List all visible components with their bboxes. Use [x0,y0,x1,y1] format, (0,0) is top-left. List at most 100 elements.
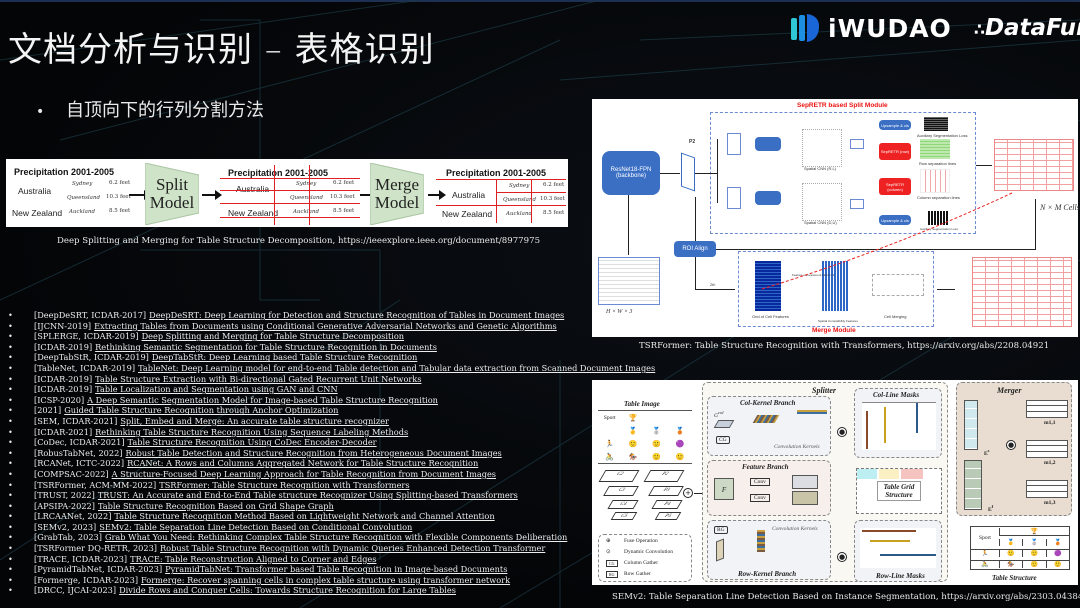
connector [694,493,708,494]
split-line [220,217,360,218]
bullet: • [8,341,13,352]
reference-link[interactable]: TRUST: An Accurate and End-to-End Table … [97,490,518,501]
connector [628,195,629,255]
split-module-title: SepRETR based Split Module [797,102,888,109]
reference-link[interactable]: Robust Table Structure Recognition with … [159,543,546,554]
grid-cell-highlight [901,469,923,479]
sport-cell: Sport [603,414,616,421]
reference-tag: [APSIPA-2022] [34,500,95,511]
reference-link[interactable]: DeepDeSRT: Deep Learning for Detection a… [149,310,565,320]
reference-link[interactable]: TRACE: Table Reconstruction Aligned to C… [130,553,377,564]
merge-model-shape [370,163,424,225]
reference-link[interactable]: A Structure-Focused Deep Learning Approa… [111,468,497,479]
bullet: • [8,532,13,543]
col-kernel-output [797,410,827,414]
enhanced-feature-grid [822,261,848,311]
cell-region: Auckland [69,209,96,215]
grid-features-label: Grid of Cell Features [752,314,789,319]
reference-item: • [APSIPA-2022]Table Structure Recognitio… [8,501,655,512]
cell-value: 10.3 feet [540,196,565,202]
reference-link[interactable]: Grab What You Need: Rethinking Complex T… [104,532,568,543]
reference-link[interactable]: Robust Table Detection and Structure Rec… [125,447,502,458]
dynamic-conv-icon: ⊙ [606,549,611,555]
iwudao-wordmark: iWUDAO [828,13,952,43]
red-dashed-link [761,192,1013,290]
reference-link[interactable]: DeepTabStR: Deep Learning based Table St… [151,352,418,363]
reference-link[interactable]: Rethinking Table Structure Recognition U… [95,426,409,437]
cell-value: 8.5 feet [109,208,131,214]
reference-tag: [IJCNN-2019] [34,320,92,331]
cell-value: 10.3 feet [106,194,131,200]
cell-country: Australia [452,190,486,200]
bullet: • [8,426,13,437]
merge-module-box [738,251,934,327]
row-line [870,540,910,542]
bullet: • [8,310,13,320]
fpn-p4: P4 [651,500,683,509]
reference-tag: [ICDAR-2019] [34,341,93,352]
split-model-shape [145,163,199,225]
bullet: • [8,511,13,522]
figure-tsrformer: SepRETR based Split Module ResNet18-FPN … [592,99,1080,337]
grid-structure-label: Table Grid Structure [877,481,921,501]
row-separation-image [920,139,950,159]
reference-link[interactable]: Table Structure Recognition Using CoDec … [127,437,377,448]
reference-item: •[TRACE, ICDAR-2023]TRACE: Table Reconst… [8,554,655,565]
reference-link[interactable]: Rethinking Semantic Segmentation for Tab… [95,341,437,352]
reference-link[interactable]: Formerge: Recover spanning cells in comp… [141,574,511,585]
bullet: • [8,585,13,596]
reference-link[interactable]: TableNet: Deep Learning model for end-to… [138,362,656,373]
row-kernel-label: Row-Kernel Branch [738,570,797,578]
legend-symbol: RG [606,571,618,578]
upsample-cls-box: Upsample & cls [879,215,911,225]
cell-country: New Zealand [228,208,279,218]
reference-link[interactable]: SEMv2: Table Separation Line Detection B… [99,521,413,532]
cells-label: N × M Cells [1040,203,1080,212]
bullet: • [8,468,13,479]
f-feature-cube: F [714,478,734,500]
reference-item: •[DeepTabStR, ICDAR-2019]DeepTabStR: Dee… [8,352,655,363]
bullet: • [8,500,13,511]
table-title: Precipitation 2001-2005 [14,167,115,177]
dynamic-conv-icon: ● [1006,440,1016,450]
reference-link[interactable]: Guided Table Structure Recognition throu… [64,405,339,416]
conv-kernels-label: Convolution Kernels [772,526,818,532]
medal-icon: 🥇 [999,539,1022,547]
reference-link[interactable]: PyramidTabNet: Transformer based Table R… [165,564,508,575]
legend-symbol: CG [606,560,618,567]
reference-link[interactable]: Divide Rows and Conquer Cells: Towards S… [119,585,456,596]
connector [1035,199,1036,249]
cell-value: 10.3 feet [330,194,355,200]
column-separation-image [920,169,950,193]
reference-link[interactable]: Split, Embed and Merge: An accurate tabl… [120,415,389,426]
cell-region: Auckland [506,211,533,217]
f-col-cube [792,475,818,489]
reference-link[interactable]: Table Structure Extraction with Bi-direc… [95,373,422,384]
reference-link[interactable]: Deep Splitting and Merging for Table Str… [141,331,405,342]
reference-link[interactable]: Table Localization and Segmentation usin… [95,384,338,395]
cyclist-icon: 🚴 [605,452,615,461]
reference-link[interactable]: A Deep Semantic Segmentation Model for I… [87,394,438,405]
reference-link[interactable]: Extracting Tables from Documents using C… [94,320,557,331]
cell-country: New Zealand [12,208,63,218]
merge-map [1026,440,1068,458]
cell-value: 6.2 feet [543,182,565,188]
bullet: • [8,362,13,373]
iwudao-mark-icon [790,12,820,44]
reference-tag: [DRCC, IJCAI-2023] [34,585,117,596]
row-line [862,530,916,532]
connector [937,289,955,290]
sepretr-row-box: SepRETR (row) [879,143,911,160]
reference-item: •[Formerge, ICDAR-2023]Formerge: Recover… [8,575,655,586]
fpn-c5: C5 [610,512,638,520]
row-line [880,554,936,556]
table-structure-label: Table Structure [992,574,1037,582]
reference-link[interactable]: RCANet: A Rows and Columns Aggregated Ne… [127,458,479,469]
reference-link[interactable]: Table Structure Recognition Method Based… [114,511,495,522]
connector [695,257,696,289]
fpn-c4: C4 [607,500,639,509]
f-row-cube [792,491,818,505]
cell-region: Sydney [296,181,317,187]
reference-link[interactable]: TSRFormer: Table Structure Recognition w… [159,479,410,490]
reference-link[interactable]: Table Structure Recognition Based on Gri… [97,500,334,511]
